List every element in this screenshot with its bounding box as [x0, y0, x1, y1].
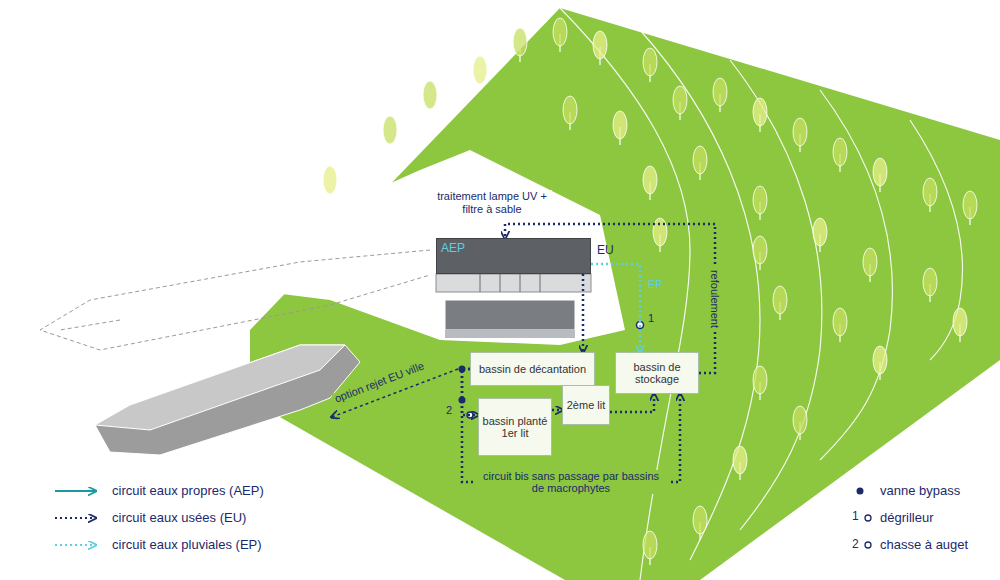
- access-road: [40, 250, 430, 350]
- tree: [423, 81, 437, 115]
- tree: [953, 308, 967, 342]
- legend-number: 1: [852, 510, 859, 523]
- legend-text: vanne bypass: [880, 483, 960, 499]
- main-building-facade: [436, 274, 591, 292]
- tree: [793, 118, 807, 152]
- tree: [923, 268, 937, 302]
- tree: [753, 366, 767, 400]
- tree: [383, 116, 397, 150]
- circuit-tag: AEP: [441, 241, 465, 255]
- flow-connector: [552, 409, 562, 412]
- legend-sample: [55, 518, 95, 519]
- tree: [753, 98, 767, 132]
- circuit-tag: EU: [597, 243, 614, 257]
- outfall-note: option rejet EU ville: [331, 359, 428, 407]
- legend-text: circuit eaux pluviales (EP): [112, 537, 262, 553]
- tree: [833, 308, 847, 342]
- circuit-tag: EP: [646, 278, 665, 291]
- clearing: [140, 150, 625, 345]
- basin-box: bassin de stockage: [615, 352, 699, 394]
- basin-box: bassin planté 1er lit: [478, 398, 552, 456]
- legend-text: dégrilleur: [880, 510, 933, 526]
- callout-number: 1: [646, 312, 656, 325]
- tree: [693, 506, 707, 540]
- tree: [673, 86, 687, 120]
- trees: [323, 18, 977, 565]
- tree: [963, 191, 977, 225]
- edge-label: circuit bis sans passage par bassins de …: [473, 470, 669, 494]
- callout-number: 2: [444, 404, 454, 417]
- tree: [873, 158, 887, 192]
- existing-building: [95, 345, 360, 455]
- tree: [753, 186, 767, 220]
- legend-text: circuit eaux usées (EU): [112, 510, 246, 526]
- legend-sample: [55, 491, 95, 492]
- basin-name: bassin planté 1er lit: [479, 413, 551, 441]
- tree: [773, 286, 787, 320]
- building-roof: AEPEU: [436, 238, 591, 274]
- legend-sample: [865, 515, 871, 521]
- basin-name: bassin de stockage: [616, 359, 698, 387]
- basin-box: 2ème lit: [562, 385, 610, 425]
- tree: [693, 146, 707, 180]
- tree: [473, 56, 487, 90]
- flow-connector: [610, 394, 654, 412]
- legend-text: chasse à auget: [880, 537, 968, 553]
- legend-text: circuit eaux propres (AEP): [112, 483, 264, 499]
- flow-connector: [591, 264, 640, 352]
- tree: [513, 28, 527, 62]
- legend-sample: [857, 488, 864, 495]
- treatment-note: traitement lampe UV + filtre à sable: [432, 190, 552, 216]
- basin-name: bassin de décantation: [477, 361, 588, 377]
- tree: [733, 446, 747, 480]
- basin-box: bassin de décantation: [470, 352, 595, 386]
- flow-connector: [582, 274, 585, 352]
- edge-label: refoulement: [709, 266, 721, 330]
- tree: [643, 48, 657, 82]
- legend-sample: [55, 545, 95, 546]
- tree: [613, 111, 627, 145]
- tree: [863, 248, 877, 282]
- tree: [553, 18, 567, 52]
- tree: [873, 346, 887, 380]
- tree: [833, 138, 847, 172]
- basin-name: 2ème lit: [565, 397, 608, 413]
- tree: [753, 236, 767, 270]
- legend-sample: [865, 542, 871, 548]
- tree: [593, 31, 607, 65]
- tree: [793, 406, 807, 440]
- tree: [643, 531, 657, 565]
- legend-number: 2: [852, 538, 859, 551]
- tree: [713, 78, 727, 112]
- tree: [643, 166, 657, 200]
- tree: [923, 178, 937, 212]
- annex-building: [445, 300, 575, 338]
- tree: [323, 166, 337, 200]
- tree: [813, 218, 827, 252]
- tree: [563, 96, 577, 130]
